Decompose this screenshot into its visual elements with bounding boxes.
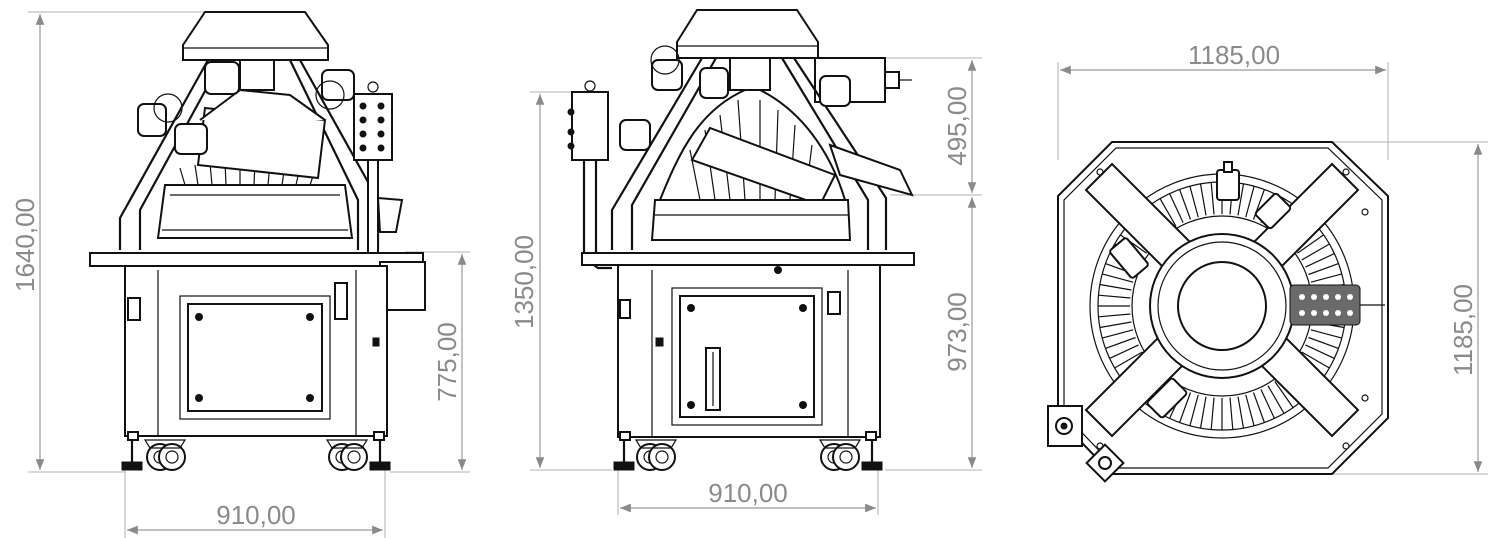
front-wheels [121,431,391,471]
rotor-rib [1237,183,1245,216]
rotor-rib [1237,396,1245,429]
front-height-label: 1640,00 [10,198,40,292]
rotor-rib [1179,189,1192,220]
top-width-label: 1185,00 [1188,40,1280,70]
rotor-rib [1199,183,1207,216]
side-wheels [613,431,883,471]
side-table-height-label: 973,00 [942,292,972,372]
rotor-rib [1267,385,1285,414]
rotor-rib [1189,394,1199,426]
rotor-rib [1199,396,1207,429]
front-machine [89,11,426,471]
rotor-rib [1114,351,1143,369]
rotor-rib [1159,198,1177,227]
side-height-label: 1350,00 [509,235,539,329]
rotor-rib [1310,273,1342,283]
rotor-rib [1308,336,1339,349]
front-width-label: 910,00 [216,500,296,530]
rotor-rib [1245,186,1255,218]
rotor-rib [1245,394,1255,426]
rotor-rib [1179,392,1192,423]
side-width-label: 910,00 [708,478,788,508]
rotor-rib [1210,182,1215,215]
rotor-rib [1301,351,1330,369]
front-table-height-label: 775,00 [432,322,462,402]
rotor-rib [1260,389,1275,419]
front-view: 1640,00 775,00 910,00 [10,11,470,538]
top-depth-label: 1185,00 [1448,284,1478,376]
rotor-rib [1274,381,1294,408]
rotor-rib [1301,243,1330,261]
rotor-rib [1310,329,1342,339]
rotor-rib [1210,397,1215,430]
side-machine [567,9,915,471]
rotor-rib [1109,344,1139,359]
rotor-rib [1252,392,1265,423]
rotor-rib [1305,253,1335,268]
rotor-rib [1308,263,1339,276]
rotor-rib [1098,313,1131,318]
rotor-rib [1305,344,1335,359]
rotor-rib [1297,234,1324,254]
rotor-rib [1229,397,1234,430]
rotor-rib [1102,329,1134,339]
rotor-rib [1099,283,1132,291]
rotor-rib [1098,294,1131,299]
rotor-rib [1102,273,1134,283]
rotor-rib [1099,321,1132,329]
rotor-rib [1105,336,1136,349]
top-machine [1047,141,1389,483]
top-view: 1185,00 1185,00 [1047,40,1488,483]
rotor-rib [1189,186,1199,218]
side-view: 1350,00 495,00 973,00 910,00 [509,9,982,515]
rotor-rib [1169,193,1184,223]
side-top-label: 495,00 [942,86,972,166]
